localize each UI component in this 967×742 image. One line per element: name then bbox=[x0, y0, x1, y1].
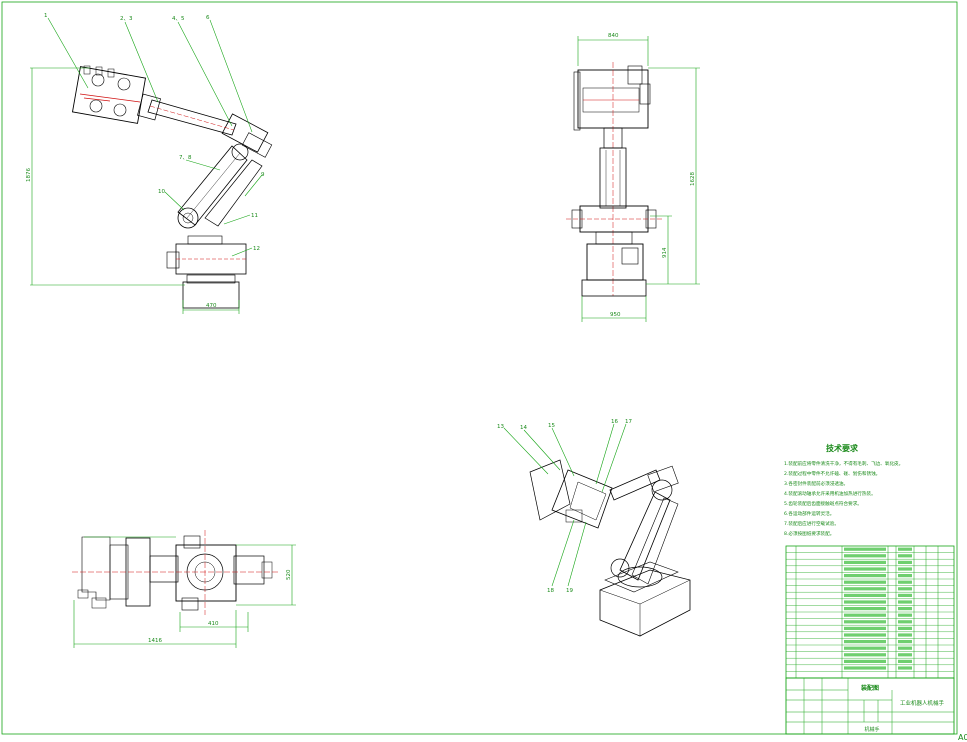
parts-list-name-cell bbox=[844, 547, 886, 551]
parts-list-material-cell bbox=[898, 640, 912, 644]
dimension-mid: 914 bbox=[662, 247, 668, 258]
tech-req-line: 8.必须按图纸要求装配。 bbox=[784, 530, 834, 537]
technical-requirements: 技术要求 1.装配前应将零件清洗干净，不得有毛刺、飞边、氧化皮。 2.装配过程中… bbox=[784, 443, 903, 537]
parts-list-material-cell bbox=[898, 620, 912, 624]
side-view: 1 2、3 4、5 6 7、8 9 10 11 12 1876 470 bbox=[26, 13, 273, 314]
tech-req-line: 7.装配后应进行空载试验。 bbox=[784, 520, 839, 527]
front-view: 840 1628 914 950 bbox=[566, 33, 700, 322]
callout-label: 9 bbox=[261, 172, 265, 178]
dimension-height: 1628 bbox=[690, 172, 696, 186]
title-block: 装配图 工业机器人机械手 机械手 bbox=[785, 677, 955, 735]
parts-list-material-cell bbox=[898, 626, 912, 630]
parts-list-name-cell bbox=[844, 587, 886, 591]
parts-list-material-cell bbox=[898, 574, 912, 578]
parts-list-name-cell bbox=[844, 659, 886, 663]
parts-list-name-cell bbox=[844, 600, 886, 604]
sheet-size-label: A0 bbox=[958, 733, 967, 742]
callout-label: 17 bbox=[625, 419, 632, 425]
tech-req-line: 3.各密封件装配前必须浸透油。 bbox=[784, 480, 848, 487]
parts-list-name-cell bbox=[844, 613, 886, 617]
tech-req-line: 4.装配滚动轴承允许采用机油加热进行热装。 bbox=[784, 490, 876, 497]
parts-list-name-cell bbox=[844, 666, 886, 670]
callout-label: 16 bbox=[611, 419, 618, 425]
dimension-height: 1876 bbox=[26, 168, 32, 182]
dimension-side: 520 bbox=[286, 569, 292, 580]
parts-list-material-cell bbox=[898, 580, 912, 584]
callout-label: 15 bbox=[548, 423, 555, 429]
tech-req-line: 2.装配过程中零件不允许磕、碰、划伤和锈蚀。 bbox=[784, 470, 880, 477]
parts-list-name-cell bbox=[844, 607, 886, 611]
callout-label: 13 bbox=[497, 424, 504, 430]
parts-list-name-cell bbox=[844, 646, 886, 650]
callout-label: 6 bbox=[206, 15, 210, 21]
parts-list-material-cell bbox=[898, 560, 912, 564]
parts-list-material-cell bbox=[898, 600, 912, 604]
isometric-view: 13 14 15 16 17 18 19 bbox=[497, 419, 691, 637]
parts-list-name-cell bbox=[844, 620, 886, 624]
callout-label: 1 bbox=[44, 13, 48, 19]
parts-list-material-cell bbox=[898, 567, 912, 571]
parts-list-material-cell bbox=[898, 547, 912, 551]
parts-list-material-cell bbox=[898, 659, 912, 663]
parts-list-name-cell bbox=[844, 580, 886, 584]
tech-req-line: 1.装配前应将零件清洗干净，不得有毛刺、飞边、氧化皮。 bbox=[784, 460, 903, 467]
parts-list-name-cell bbox=[844, 626, 886, 630]
callout-label: 18 bbox=[547, 588, 554, 594]
callout-label: 10 bbox=[158, 189, 165, 195]
parts-list-material-cell bbox=[898, 554, 912, 558]
callout-label: 2、3 bbox=[120, 16, 133, 22]
parts-list-material-cell bbox=[898, 646, 912, 650]
tech-req-line: 5.齿轮装配后齿面接触斑点符合要求。 bbox=[784, 500, 862, 507]
parts-list-material-cell bbox=[898, 653, 912, 657]
callout-label: 11 bbox=[251, 213, 258, 219]
project-name: 工业机器人机械手 bbox=[900, 699, 945, 707]
dimension-width: 410 bbox=[208, 621, 219, 627]
parts-list-name-cell bbox=[844, 653, 886, 657]
part-name: 机械手 bbox=[864, 726, 879, 733]
dimension-top: 840 bbox=[608, 33, 619, 39]
drawing-name: 装配图 bbox=[860, 684, 879, 692]
parts-list-material-cell bbox=[898, 613, 912, 617]
parts-list-material-cell bbox=[898, 587, 912, 591]
callout-label: 4、5 bbox=[172, 16, 185, 22]
parts-list-name-cell bbox=[844, 554, 886, 558]
parts-list-name-cell bbox=[844, 567, 886, 571]
parts-list-name-cell bbox=[844, 633, 886, 637]
callout-label: 19 bbox=[566, 588, 573, 594]
tech-req-title: 技术要求 bbox=[826, 443, 859, 453]
dimension-length: 1416 bbox=[148, 638, 162, 644]
callout-label: 7、8 bbox=[179, 155, 192, 161]
parts-list bbox=[785, 545, 955, 679]
parts-list-name-cell bbox=[844, 574, 886, 578]
dimension-base: 950 bbox=[610, 312, 621, 318]
parts-list-name-cell bbox=[844, 593, 886, 597]
parts-list-name-cell bbox=[844, 640, 886, 644]
parts-list-name-cell bbox=[844, 560, 886, 564]
tech-req-line: 6.各运动部件运转灵活。 bbox=[784, 510, 834, 517]
dimension-base: 470 bbox=[206, 303, 217, 309]
top-view: 520 410 1416 bbox=[72, 530, 296, 648]
callout-label: 12 bbox=[253, 246, 260, 252]
callout-label: 14 bbox=[520, 425, 527, 431]
parts-list-material-cell bbox=[898, 633, 912, 637]
parts-list-material-cell bbox=[898, 593, 912, 597]
parts-list-material-cell bbox=[898, 607, 912, 611]
parts-list-material-cell bbox=[898, 666, 912, 670]
